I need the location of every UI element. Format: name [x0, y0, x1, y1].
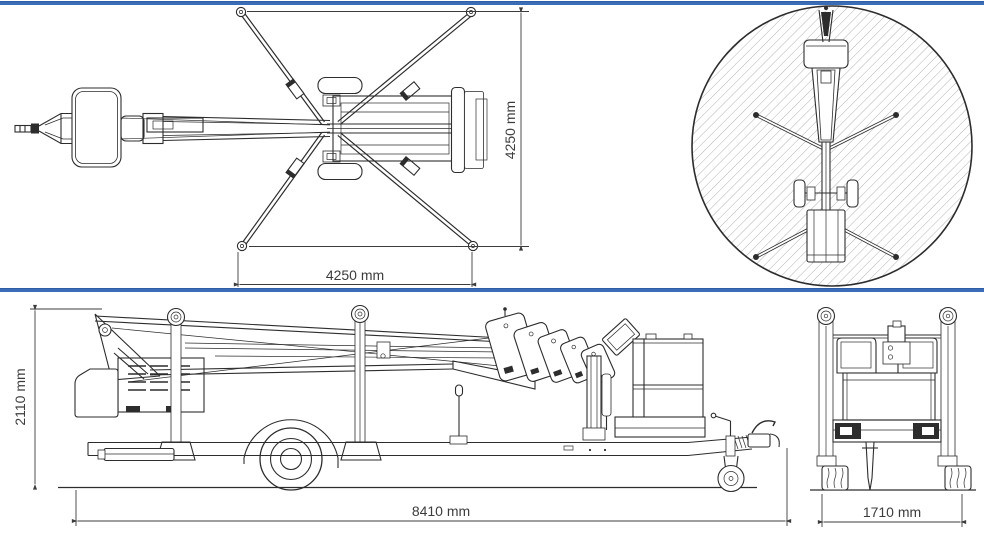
boom-rest-post-rear: [156, 307, 196, 461]
rear-support-bar: [103, 447, 175, 462]
section-divider-rule: [0, 288, 984, 292]
machine-body-rear: [832, 320, 942, 443]
outrigger-beam-front-left: [235, 6, 326, 125]
engine-housing: [74, 357, 205, 418]
wheel-plan-left: [317, 76, 363, 95]
dim-label-side-length: 8410 mm: [412, 503, 470, 519]
outrigger-beam-rear-left: [236, 132, 326, 252]
machine-footprint: [793, 6, 859, 263]
dimension-rear-width: 1710 mm: [817, 494, 967, 527]
footprint-wheel-right: [846, 179, 859, 208]
center-support-jack: [862, 441, 878, 491]
boom-plan: [120, 112, 468, 145]
rear-view-drawing: 1710 mm: [810, 306, 976, 527]
side-view-drawing: 2110 mm 8410 mm: [12, 304, 792, 526]
telescopic-boom-side: [94, 315, 536, 390]
dim-label-rear-width: 1710 mm: [863, 504, 921, 520]
plan-view-drawing: 4250 mm 4250 mm: [14, 6, 529, 287]
platform-basket-plan: [71, 87, 122, 168]
top-accent-rule: [0, 1, 984, 5]
control-lever-rod: [449, 384, 468, 445]
dimension-side-length: 8410 mm: [71, 448, 792, 526]
dim-label-side-height: 2110 mm: [12, 368, 28, 425]
tow-coupling-side: [733, 420, 780, 450]
road-wheel-side: [243, 419, 339, 491]
boom-rest-post-mid: [340, 304, 391, 461]
stabilizer-rods-lower: [753, 226, 899, 260]
wheel-plan-right: [317, 162, 363, 181]
dim-label-plan-width: 4250 mm: [502, 101, 518, 159]
rear-frame-plan: [450, 86, 466, 174]
dim-label-plan-length: 4250 mm: [326, 267, 384, 283]
trailer-frame-rail: [87, 436, 753, 462]
rear-wheels: [821, 465, 972, 491]
footprint-wheel-left: [793, 179, 806, 208]
dimension-plan-length: 4250 mm: [233, 252, 477, 287]
outrigger-beam-rear-right: [337, 132, 479, 252]
chassis-plan: [317, 76, 488, 181]
jockey-wheel: [710, 412, 745, 493]
stabilizer-rods-upper: [753, 112, 899, 152]
dimension-side-height: 2110 mm: [12, 304, 102, 490]
left-cover-panel: [74, 368, 119, 418]
footprint-detail-drawing: [691, 5, 973, 287]
stored-basket-rear: [842, 372, 936, 421]
boom-head-sections: [485, 307, 616, 385]
tow-hitch-plan: [14, 112, 76, 145]
boom-rest-posts-rear-view: [816, 306, 958, 467]
work-platform-side: [582, 318, 706, 441]
dimension-plan-width: 4250 mm: [247, 7, 529, 251]
